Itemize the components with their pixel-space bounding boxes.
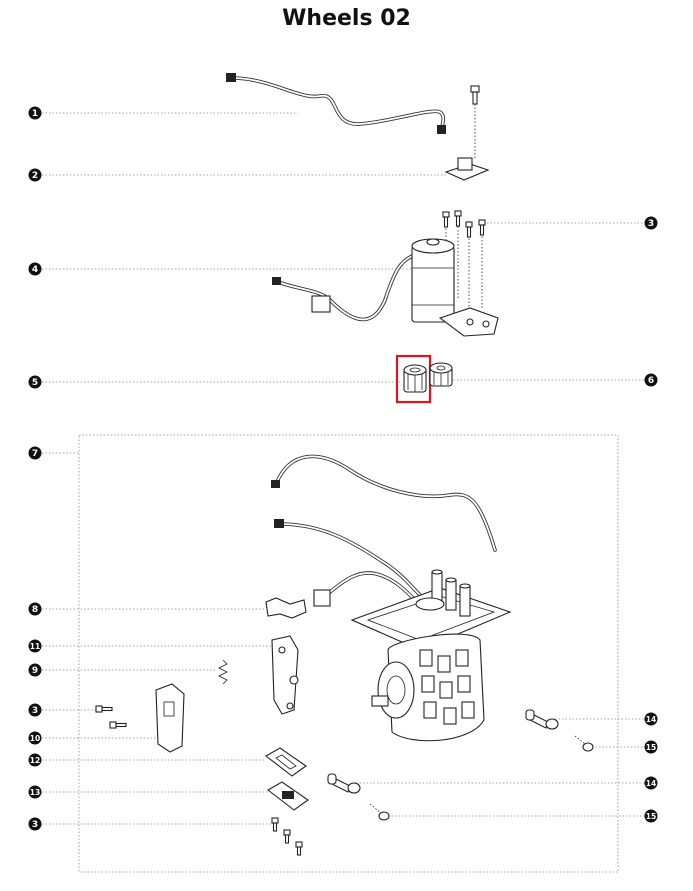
callout-14-lower[interactable]: 14 bbox=[644, 776, 658, 790]
callout-1[interactable]: 1 bbox=[28, 106, 42, 120]
callout-2[interactable]: 2 bbox=[28, 168, 42, 182]
part-1-cable bbox=[226, 73, 446, 134]
part-3-screws-top bbox=[442, 210, 486, 310]
callout-10[interactable]: 10 bbox=[28, 731, 42, 745]
part-5-gear bbox=[403, 364, 427, 393]
callout-label: 3 bbox=[32, 706, 38, 716]
part-14-pin-lower bbox=[327, 773, 361, 794]
callout-label: 6 bbox=[648, 376, 654, 386]
callout-15-lower[interactable]: 15 bbox=[644, 809, 658, 823]
callout-3-left[interactable]: 3 bbox=[28, 703, 42, 717]
assembly-7-wheel-module bbox=[271, 454, 512, 742]
callout-4[interactable]: 4 bbox=[28, 262, 42, 276]
callout-label: 15 bbox=[646, 812, 656, 821]
callout-label: 2 bbox=[32, 171, 38, 181]
callout-label: 13 bbox=[30, 788, 40, 797]
callouts: 1 2 3 4 5 6 7 8 11 9 3 10 12 13 3 14 15 … bbox=[28, 106, 658, 831]
callout-13[interactable]: 13 bbox=[28, 785, 42, 799]
part-3-screws-bottom bbox=[271, 817, 303, 856]
callout-label: 11 bbox=[30, 642, 40, 651]
callout-11[interactable]: 11 bbox=[28, 639, 42, 653]
callout-label: 1 bbox=[32, 109, 38, 119]
part-4-motor bbox=[272, 238, 499, 337]
part-11-arm bbox=[271, 635, 299, 715]
callout-label: 14 bbox=[646, 715, 656, 724]
callout-15-upper[interactable]: 15 bbox=[644, 740, 658, 754]
callout-label: 8 bbox=[32, 605, 38, 615]
part-12-cover-plate bbox=[265, 747, 307, 777]
callout-label: 15 bbox=[646, 743, 656, 752]
callout-8[interactable]: 8 bbox=[28, 602, 42, 616]
callout-label: 9 bbox=[32, 666, 38, 676]
callout-label: 7 bbox=[32, 449, 38, 459]
callout-14-upper[interactable]: 14 bbox=[644, 712, 658, 726]
part-2-sensor-bracket bbox=[444, 85, 490, 181]
diagram-title: Wheels 02 bbox=[282, 6, 411, 31]
callout-9[interactable]: 9 bbox=[28, 663, 42, 677]
part-15-screw-lower bbox=[369, 803, 390, 821]
callout-label: 3 bbox=[32, 820, 38, 830]
part-3-screws-left bbox=[95, 705, 127, 729]
part-10-bracket bbox=[155, 683, 185, 753]
part-13-sensor-plate bbox=[267, 781, 309, 811]
callout-7[interactable]: 7 bbox=[28, 446, 42, 460]
part-9-spring bbox=[218, 659, 228, 685]
callout-5[interactable]: 5 bbox=[28, 375, 42, 389]
callout-label: 3 bbox=[648, 219, 654, 229]
callout-6[interactable]: 6 bbox=[644, 373, 658, 387]
part-8-clip bbox=[265, 597, 307, 619]
part-14-pin-upper bbox=[525, 709, 559, 730]
callout-label: 5 bbox=[32, 378, 38, 388]
callout-label: 4 bbox=[32, 265, 38, 275]
callout-3[interactable]: 3 bbox=[644, 216, 658, 230]
callout-3-bottom[interactable]: 3 bbox=[28, 817, 42, 831]
assembly-7-frame bbox=[78, 434, 619, 873]
part-6-gear bbox=[429, 362, 453, 387]
callout-label: 10 bbox=[30, 734, 40, 743]
callout-label: 12 bbox=[30, 756, 40, 765]
callout-label: 14 bbox=[646, 779, 656, 788]
leader-lines bbox=[42, 112, 645, 825]
callout-12[interactable]: 12 bbox=[28, 753, 42, 767]
part-15-screw-upper bbox=[574, 735, 594, 752]
